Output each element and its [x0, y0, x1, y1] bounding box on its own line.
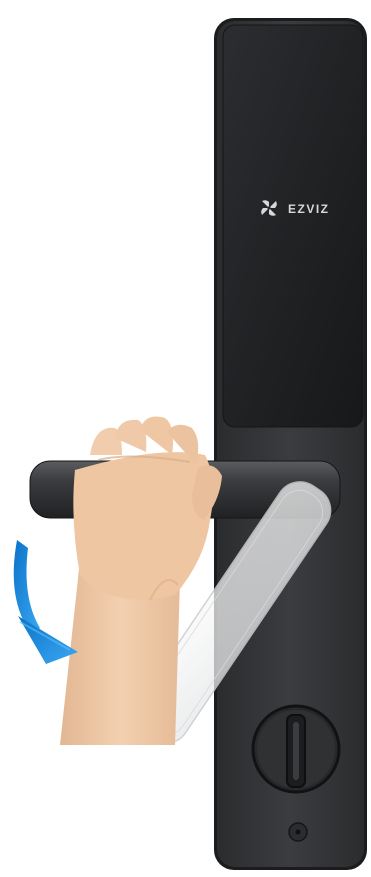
reset-hole[interactable] — [289, 823, 307, 841]
key-cylinder — [253, 706, 339, 792]
brand-logo-text: EZVIZ — [288, 202, 330, 216]
rotate-down-arrow-icon — [14, 540, 78, 664]
glass-panel — [223, 25, 363, 427]
